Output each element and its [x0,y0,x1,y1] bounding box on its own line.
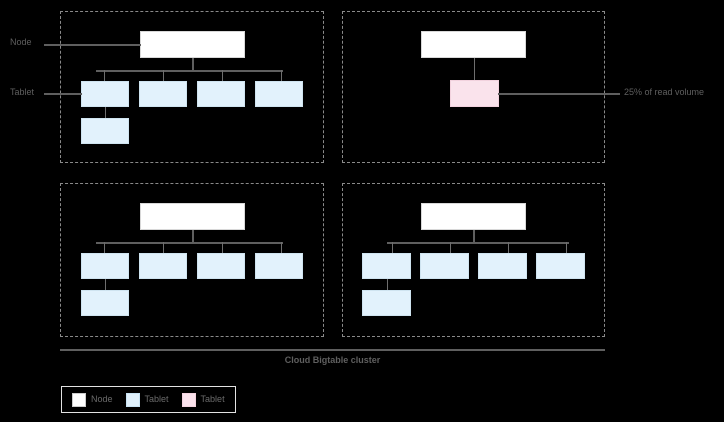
hot-tablet-box-top-right [450,80,499,107]
node-box-bottom-right [421,203,526,230]
connector-drop-bottom-left-4 [281,242,282,254]
callout-line-node [44,44,141,46]
connector-drop-bottom-right-stack [387,279,388,291]
tablet-box-top-left-1 [81,81,129,107]
tablet-box-top-left-4 [255,81,303,107]
node-box-top-right [421,31,526,58]
connector-bus-top-left [96,70,283,72]
connector-drop-bottom-right-2 [450,242,451,254]
callout-label-tablet: Tablet [10,87,35,97]
connector-bus-bottom-right [387,242,569,244]
tablet-box-bottom-right-1 [362,253,411,279]
tablet-box-bottom-right-2 [420,253,469,279]
tablet-box-bottom-left-1 [81,253,129,279]
callout-label-hot-tablet: 25% of read volume [624,87,705,97]
quadrant-bottom-right [342,183,605,337]
tablet-box-bottom-left-5 [81,290,129,316]
legend-swatch-node-icon [72,392,86,407]
legend-swatch-tablet-pink-icon [181,392,196,407]
tablet-box-bottom-right-5 [362,290,411,316]
callout-line-hot-tablet [498,93,620,95]
legend-item-tablet-pink: Tablet [181,392,225,407]
connector-drop-top-left-4 [281,70,282,82]
node-box-bottom-left [140,203,245,230]
connector-node-stem-top-left [192,58,194,71]
legend-label-node: Node [91,394,113,404]
connector-drop-bottom-right-4 [566,242,567,254]
cluster-divider-rule [60,349,605,351]
connector-drop-bottom-right-3 [508,242,509,254]
tablet-box-bottom-left-2 [139,253,187,279]
legend-item-tablet-blue: Tablet [125,392,169,407]
legend-label-tablet-blue: Tablet [144,394,169,404]
connector-bus-bottom-left [96,242,283,244]
connector-node-stem-bottom-left [192,230,194,243]
callout-label-node: Node [10,37,32,47]
quadrant-top-left [60,11,324,163]
quadrant-bottom-left [60,183,324,337]
cluster-caption: Cloud Bigtable cluster [284,355,381,365]
legend-item-node: Node [72,392,113,407]
tablet-box-top-left-2 [139,81,187,107]
connector-drop-bottom-left-stack [105,279,106,291]
legend-swatch-tablet-blue-icon [125,392,140,407]
connector-node-stem-top-right [474,58,475,81]
tablet-box-bottom-right-4 [536,253,585,279]
legend: Node Tablet Tablet [61,386,236,413]
connector-drop-top-left-1 [104,70,105,82]
tablet-box-bottom-left-4 [255,253,303,279]
connector-node-stem-bottom-right [473,230,475,243]
tablet-box-bottom-left-3 [197,253,245,279]
connector-drop-bottom-left-2 [163,242,164,254]
connector-drop-top-left-stack [105,107,106,119]
tablet-box-top-left-5 [81,118,129,144]
connector-drop-top-left-2 [163,70,164,82]
connector-drop-bottom-left-3 [222,242,223,254]
connector-drop-top-left-3 [222,70,223,82]
quadrant-top-right [342,11,605,163]
connector-drop-bottom-left-1 [104,242,105,254]
legend-label-tablet-pink: Tablet [200,394,225,404]
connector-drop-bottom-right-1 [392,242,393,254]
tablet-box-bottom-right-3 [478,253,527,279]
tablet-box-top-left-3 [197,81,245,107]
callout-line-tablet [44,93,82,95]
node-box-top-left [140,31,245,58]
